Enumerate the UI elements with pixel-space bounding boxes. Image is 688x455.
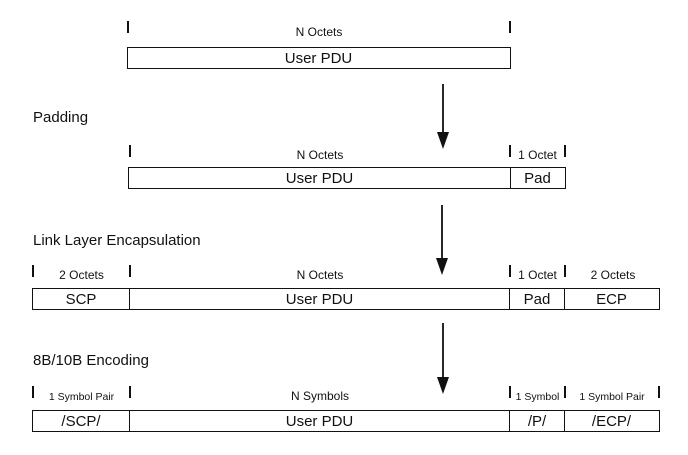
field-size-pad: 1 Octet: [518, 148, 557, 162]
field-user-pdu: User PDU: [130, 411, 510, 431]
frame-8b10b-encoding: /SCP/ User PDU /P/ /ECP/: [32, 410, 660, 432]
transform-arrow: [437, 323, 449, 394]
field-size-ecp: 2 Octets: [590, 268, 636, 282]
dimension-tick: [129, 386, 131, 398]
field-pad-symbol: /P/: [510, 411, 565, 431]
dimension-tick: [509, 386, 511, 398]
field-size-user-pdu: N Octets: [296, 268, 344, 282]
transform-arrow: [436, 205, 448, 275]
frame-padding: User PDU Pad: [128, 167, 566, 189]
dimension-tick: [509, 265, 511, 277]
field-size-user-pdu: N Octets: [295, 25, 343, 39]
dimension-tick: [509, 145, 511, 157]
field-size-pad: 1 Octet: [518, 268, 557, 282]
field-size-pad-symbol: 1 Symbol: [515, 391, 560, 403]
field-scp-symbol: /SCP/: [33, 411, 130, 431]
stage-label-padding: Padding: [33, 109, 89, 126]
field-size-ecp-symbol: 1 Symbol Pair: [579, 391, 645, 403]
field-size-scp-symbol: 1 Symbol Pair: [48, 391, 115, 403]
dimension-tick: [509, 21, 511, 33]
dimension-tick: [658, 386, 660, 398]
field-size-user-pdu: N Symbols: [290, 389, 349, 403]
field-pad: Pad: [524, 169, 551, 187]
stage-label-8b10b-encoding: 8B/10B Encoding: [33, 352, 149, 369]
stage-label-link-layer-encapsulation: Link Layer Encapsulation: [33, 232, 201, 249]
dimension-tick: [129, 265, 131, 277]
field-size-user-pdu: N Octets: [296, 148, 344, 162]
field-ecp-symbol: /ECP/: [591, 412, 632, 430]
dimension-tick: [32, 265, 34, 277]
dimension-tick: [127, 21, 129, 33]
frame-user-pdu: User PDU: [127, 47, 511, 69]
field-user-pdu: User PDU: [284, 49, 353, 67]
dimension-tick: [564, 265, 566, 277]
transform-arrow: [437, 84, 449, 149]
field-user-pdu: User PDU: [130, 289, 510, 309]
field-size-scp: 2 Octets: [59, 268, 104, 282]
dimension-tick: [564, 386, 566, 398]
dimension-tick: [129, 145, 131, 157]
frame-link-layer-encapsulation: SCP User PDU Pad ECP: [32, 288, 660, 310]
field-user-pdu: User PDU: [129, 168, 511, 188]
field-ecp: ECP: [596, 290, 627, 308]
field-scp: SCP: [33, 289, 130, 309]
dimension-tick: [32, 386, 34, 398]
dimension-tick: [564, 145, 566, 157]
field-pad: Pad: [510, 289, 565, 309]
